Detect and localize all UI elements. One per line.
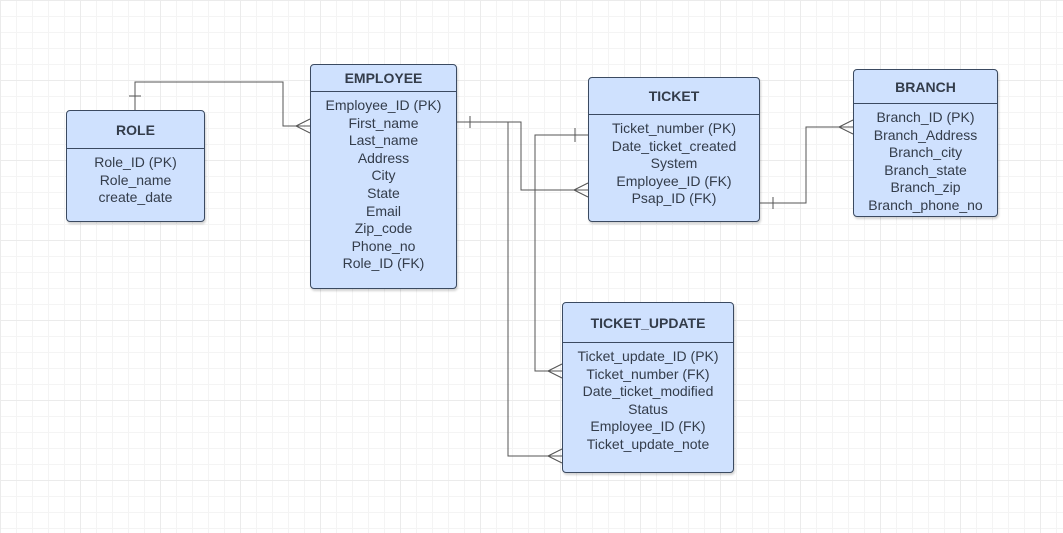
- attribute: State: [367, 184, 400, 201]
- attribute: Branch_city: [888, 144, 963, 161]
- attribute: Branch_Address: [873, 126, 978, 143]
- relationship-employee-ticket[interactable]: [457, 116, 589, 198]
- attribute: Ticket_update_ID (PK): [577, 348, 719, 364]
- entity-title: ROLE: [67, 111, 204, 149]
- attribute: Ticket_number (PK): [612, 120, 736, 136]
- attribute: Role_ID (PK): [94, 154, 177, 170]
- attribute: Employee_ID (FK): [616, 172, 732, 189]
- relationship-employee-ticketupdate[interactable]: [457, 121, 563, 464]
- attribute: Branch_state: [884, 161, 967, 178]
- relationship-role-employee[interactable]: [129, 81, 311, 134]
- attribute: Zip_code: [354, 220, 413, 237]
- relationship-ticket-ticketupdate[interactable]: [534, 128, 588, 379]
- attribute: Last_name: [348, 132, 419, 149]
- attribute: City: [371, 167, 396, 184]
- attribute: Psap_ID (FK): [631, 190, 717, 207]
- attribute: System: [650, 155, 698, 172]
- entity-title: BRANCH: [854, 70, 997, 104]
- attribute: Status: [628, 400, 668, 417]
- attribute: Branch_phone_no: [868, 196, 983, 213]
- attribute: Employee_ID (PK): [325, 97, 442, 113]
- attribute: Ticket_number (FK): [586, 365, 710, 382]
- attribute: Address: [357, 149, 410, 166]
- attribute: Date_ticket_created: [611, 137, 737, 154]
- entity-branch[interactable]: BRANCH Branch_ID (PK) Branch_Address Bra…: [853, 69, 998, 217]
- attribute: Phone_no: [351, 237, 416, 254]
- attribute: Ticket_update_note: [586, 435, 710, 452]
- entity-employee[interactable]: EMPLOYEE Employee_ID (PK) First_name Las…: [310, 64, 457, 289]
- entity-title: EMPLOYEE: [311, 65, 456, 92]
- attribute: Branch_zip: [890, 179, 961, 196]
- attribute: Date_ticket_modified: [582, 383, 714, 400]
- attribute: Role_name: [99, 171, 172, 188]
- entity-ticket-update[interactable]: TICKET_UPDATE Ticket_update_ID (PK) Tick…: [562, 302, 734, 473]
- entity-title: TICKET_UPDATE: [563, 303, 733, 343]
- attribute: Employee_ID (FK): [590, 418, 706, 435]
- entity-ticket[interactable]: TICKET Ticket_number (PK) Date_ticket_cr…: [588, 77, 760, 222]
- attribute: Email: [365, 202, 401, 219]
- attribute: Role_ID (FK): [342, 255, 425, 272]
- relationship-ticket-branch[interactable]: [760, 119, 854, 209]
- attribute: Branch_ID (PK): [876, 109, 975, 125]
- attribute: create_date: [98, 189, 173, 206]
- entity-role[interactable]: ROLE Role_ID (PK) Role_name create_date: [66, 110, 205, 222]
- entity-title: TICKET: [589, 78, 759, 115]
- attribute: First_name: [348, 114, 419, 131]
